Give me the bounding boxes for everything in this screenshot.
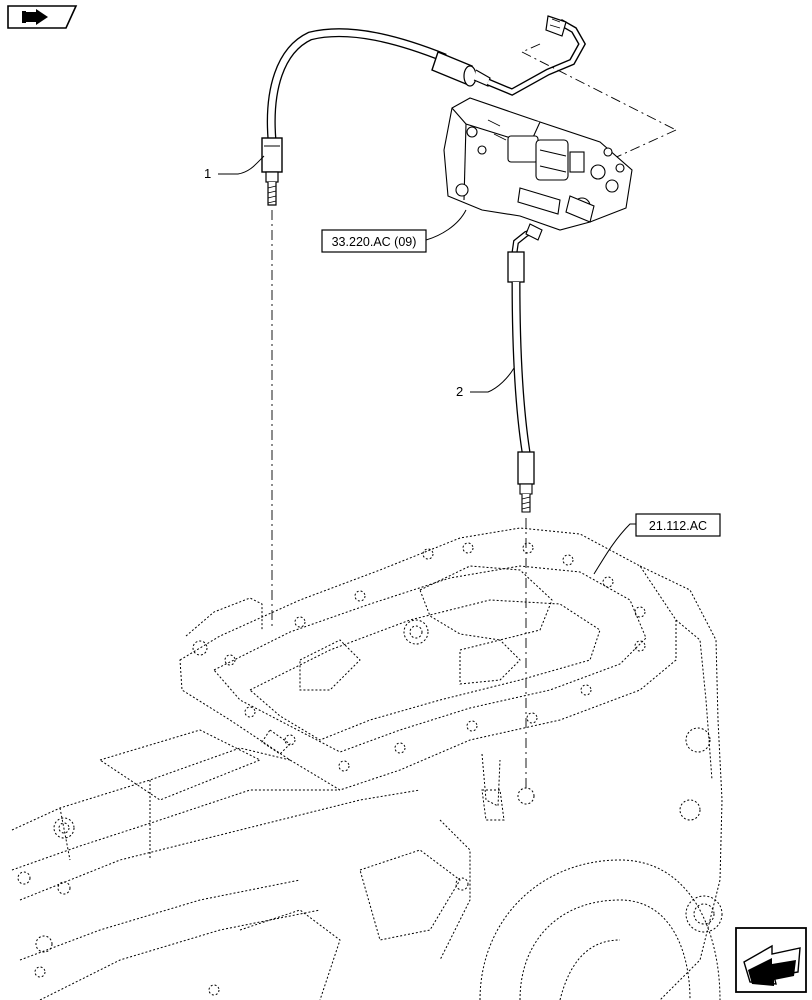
- leader-lines: [218, 155, 636, 575]
- reference-housing[interactable]: 21.112.AC: [635, 513, 721, 537]
- flag-arrow-icon[interactable]: [7, 5, 78, 29]
- reference-valve-label: 33.220.AC (09): [332, 235, 417, 249]
- hose-1: [261, 15, 587, 206]
- routing-lines-upper: [271, 43, 677, 630]
- callout-part-2[interactable]: 2: [456, 384, 463, 399]
- valve-assembly: [443, 97, 633, 231]
- callout-part-2-label: 2: [456, 384, 463, 399]
- callout-part-1[interactable]: 1: [204, 166, 211, 181]
- reference-housing-label: 21.112.AC: [649, 519, 707, 533]
- transmission-housing: [11, 527, 723, 1000]
- callout-part-1-label: 1: [204, 166, 211, 181]
- next-page-arrow-icon[interactable]: [735, 927, 807, 993]
- hose-2: [507, 223, 543, 513]
- reference-valve[interactable]: 33.220.AC (09): [321, 229, 427, 253]
